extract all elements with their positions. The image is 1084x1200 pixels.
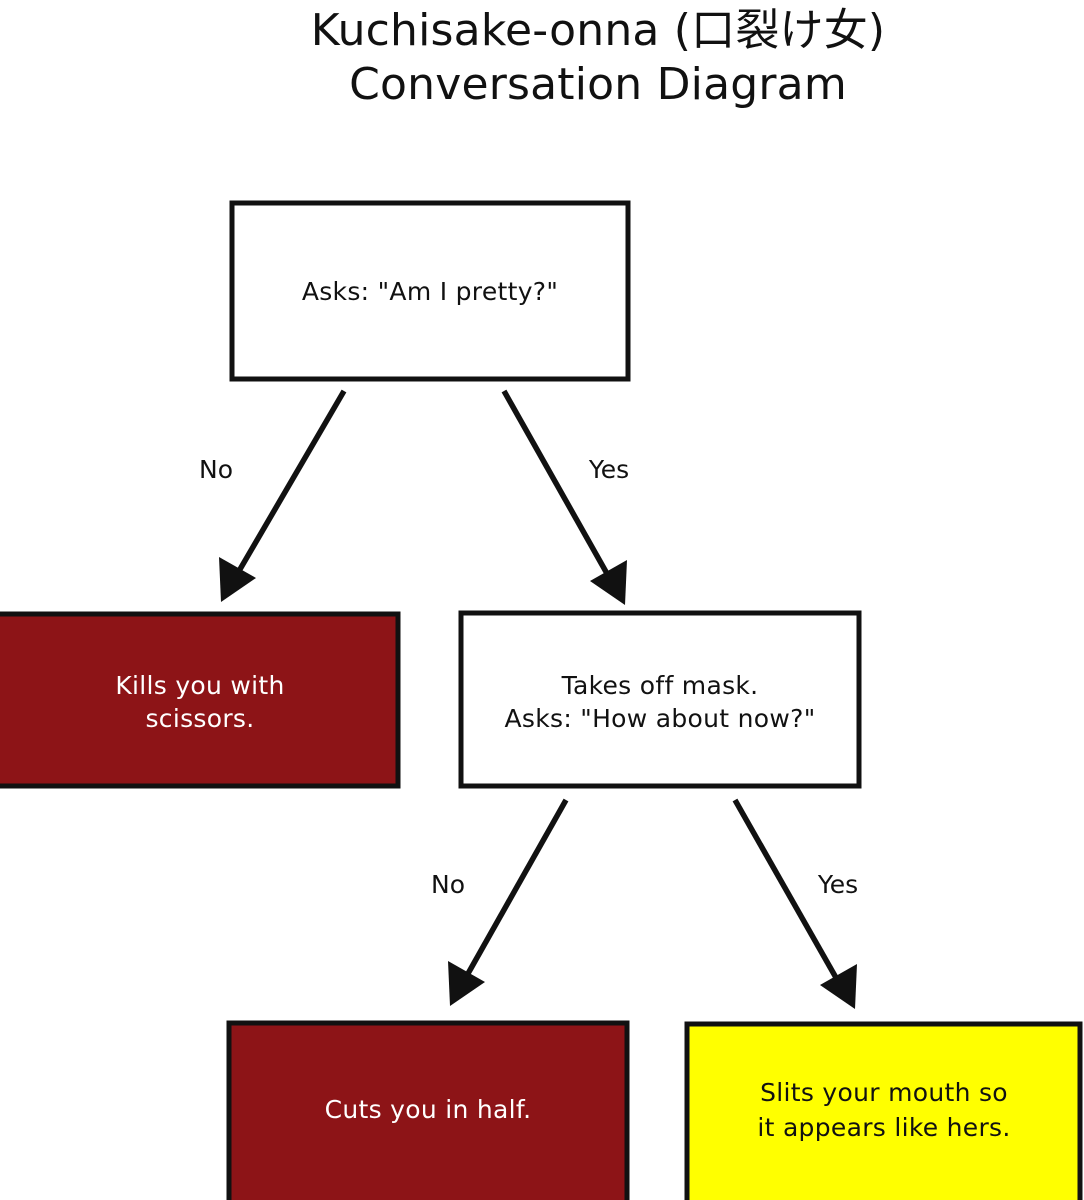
edge-q1-no: No: [199, 389, 347, 602]
node-takes-off-mask-line1: Takes off mask.: [561, 671, 759, 700]
edge-q2-yes: Yes: [732, 798, 858, 1009]
node-cuts-you-in-half-box[interactable]: [226, 1020, 630, 1200]
node-slits-your-mouth-line1: Slits your mouth so: [760, 1078, 1008, 1107]
edge-q2-yes-arrowhead: [820, 964, 857, 1009]
node-asks-am-i-pretty[interactable]: Asks: "Am I pretty?": [229, 200, 631, 382]
node-cuts-you-in-half-line1: Cuts you in half.: [325, 1095, 532, 1124]
edge-q1-yes-line: [501, 389, 617, 588]
node-slits-your-mouth-line2: it appears like hers.: [757, 1113, 1010, 1142]
node-slits-your-mouth[interactable]: Slits your mouth so it appears like hers…: [684, 1021, 1083, 1200]
edge-q2-yes-line: [732, 798, 846, 992]
node-takes-off-mask-line2: Asks: "How about now?": [504, 704, 815, 733]
edge-label-q2-no: No: [431, 870, 465, 899]
node-takes-off-mask-box[interactable]: [458, 610, 862, 789]
node-kills-you-with-scissors-line1: Kills you with: [115, 671, 284, 700]
node-asks-am-i-pretty-line1: Asks: "Am I pretty?": [302, 277, 558, 306]
diagram-title-line2: Conversation Diagram: [349, 59, 847, 110]
edge-label-q1-yes: Yes: [588, 455, 629, 484]
node-cuts-you-in-half[interactable]: Cuts you in half.: [226, 1020, 630, 1200]
edge-q1-yes-arrowhead: [590, 560, 627, 605]
edge-label-q1-no: No: [199, 455, 233, 484]
edge-q2-no-line: [458, 798, 569, 988]
node-kills-you-with-scissors[interactable]: Kills you with scissors.: [0, 611, 401, 789]
node-asks-am-i-pretty-box[interactable]: [229, 200, 631, 382]
node-kills-you-with-scissors-line2: scissors.: [145, 704, 254, 733]
node-kills-you-with-scissors-box[interactable]: [0, 611, 401, 789]
node-takes-off-mask[interactable]: Takes off mask. Asks: "How about now?": [458, 610, 862, 789]
edge-q2-no: No: [431, 798, 569, 1006]
edge-label-q2-yes: Yes: [817, 870, 858, 899]
diagram-title-line1: Kuchisake-onna (口裂け女): [311, 5, 886, 56]
edge-q2-no-arrowhead: [448, 961, 485, 1006]
edge-q1-no-arrowhead: [219, 557, 256, 602]
node-slits-your-mouth-box[interactable]: [684, 1021, 1083, 1200]
edge-q1-no-line: [229, 389, 347, 585]
edge-q1-yes: Yes: [501, 389, 629, 605]
